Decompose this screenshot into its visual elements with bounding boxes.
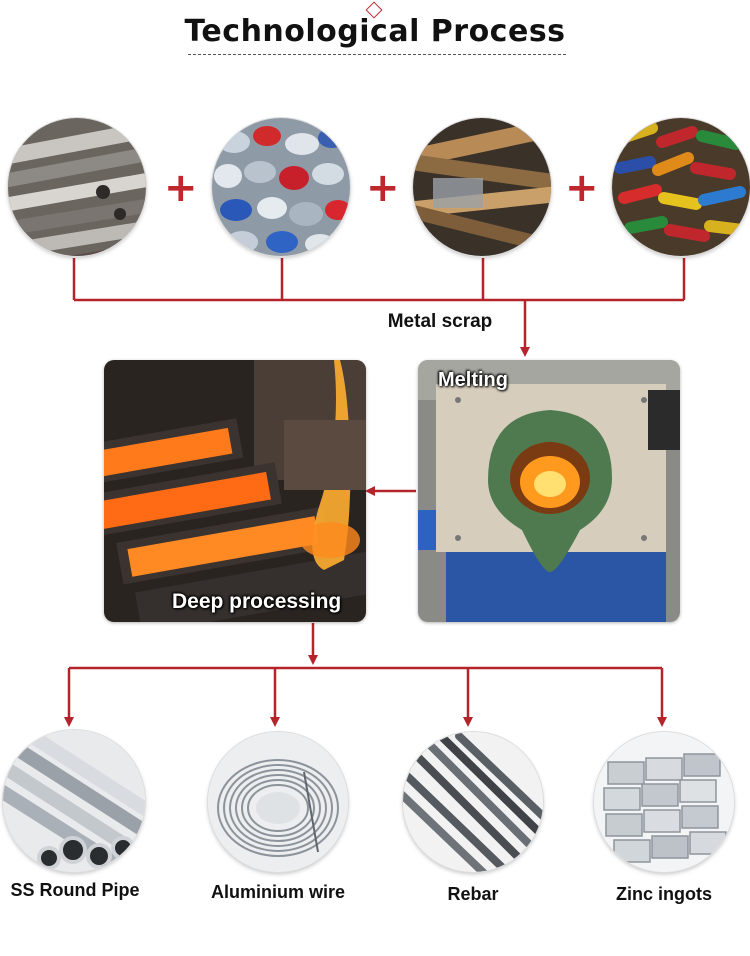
input-scrap-wood-image xyxy=(413,118,551,256)
deep-processing-label: Deep processing xyxy=(172,590,342,613)
product-label-ss-round-pipe: SS Round Pipe xyxy=(10,880,140,900)
deep-processing-image: Deep processing xyxy=(104,360,366,622)
plus-sign-1: + xyxy=(164,165,198,211)
melting-label: Melting xyxy=(438,369,508,391)
melting-furnace-image: Melting xyxy=(418,360,680,622)
product-aluminium-wire-image xyxy=(208,732,348,872)
plus-sign-3: + xyxy=(565,165,599,211)
product-label-zinc-ingots: Zinc ingots xyxy=(616,884,712,904)
title-divider xyxy=(188,54,566,55)
metal-scrap-label: Metal scrap xyxy=(387,311,493,332)
input-scrap-batteries-image xyxy=(612,118,750,256)
product-ss-round-pipe-image xyxy=(3,730,145,872)
plus-sign-2: + xyxy=(366,165,400,211)
input-scrap-pipes-image xyxy=(8,118,146,256)
page-title: Technological Process xyxy=(184,14,566,49)
product-label-aluminium-wire: Aluminium wire xyxy=(210,882,345,902)
input-scrap-cans-image xyxy=(212,118,350,256)
product-label-rebar: Rebar xyxy=(447,884,499,904)
product-zinc-ingots-image xyxy=(594,732,734,872)
product-rebar-image xyxy=(403,732,543,872)
